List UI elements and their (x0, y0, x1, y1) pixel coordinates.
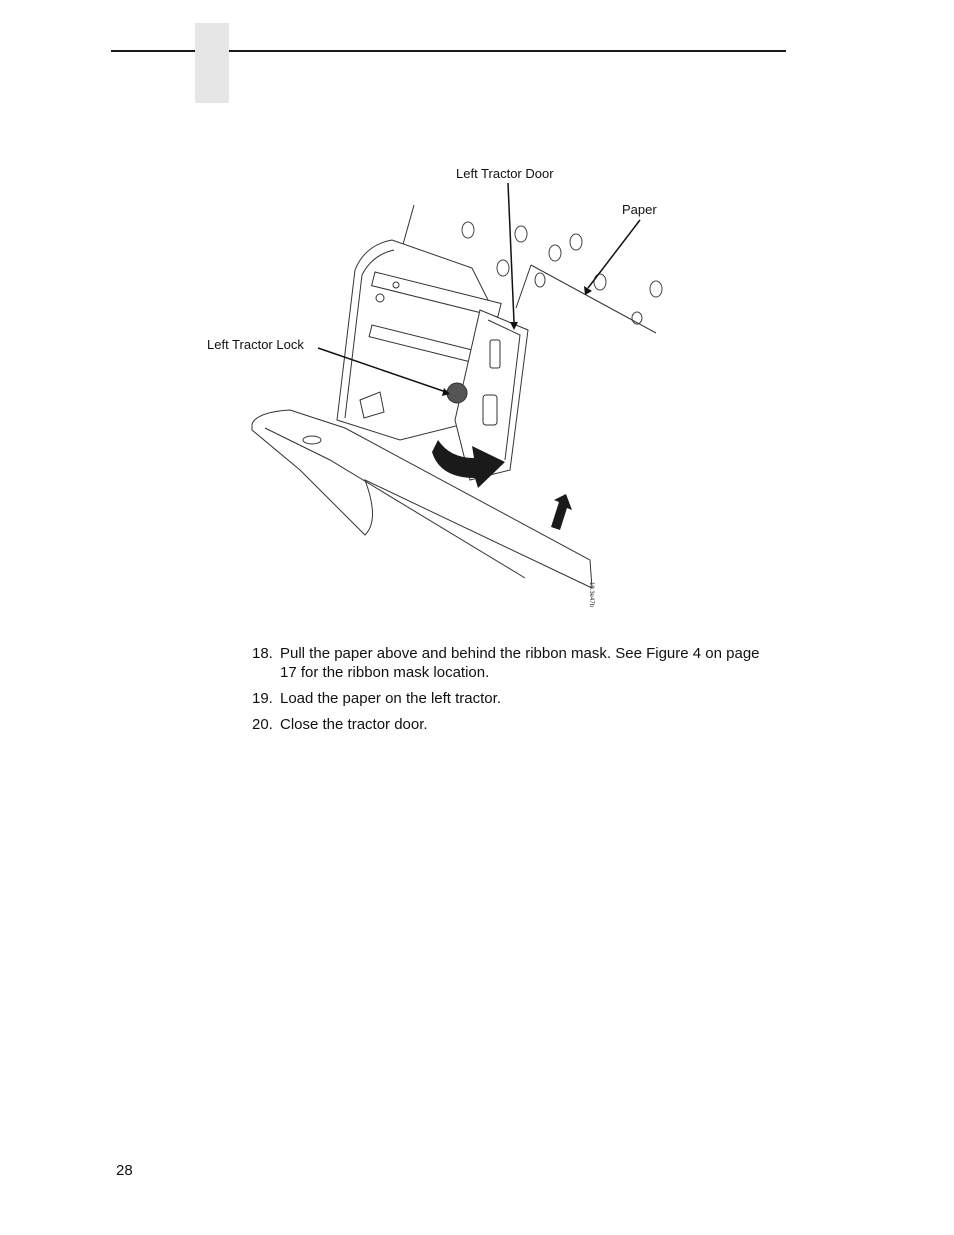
paper-sheet (401, 204, 657, 334)
step-number: 20. (252, 716, 273, 733)
header-rule (111, 50, 786, 52)
paper-sprocket-holes (461, 221, 663, 325)
step-list: 18. Pull the paper above and behind the … (252, 644, 772, 741)
step-number: 18. (252, 645, 273, 662)
leader-tractor-door (507, 182, 515, 323)
leader-paper-head (584, 286, 592, 295)
push-up-arrow (551, 494, 572, 530)
leader-tractor-door-head (510, 322, 518, 330)
page-number: 28 (116, 1162, 133, 1179)
leader-paper (587, 219, 641, 289)
step-number: 19. (252, 690, 273, 707)
step-item: 20. Close the tractor door. (252, 715, 772, 734)
step-item: 18. Pull the paper above and behind the … (252, 644, 772, 682)
step-text: Load the paper on the left tractor. (280, 690, 501, 707)
figure-id: 18.3e47b (588, 582, 594, 608)
close-door-arrow (432, 440, 505, 488)
callout-left-tractor-door: Left Tractor Door (456, 166, 554, 181)
step-text: Pull the paper above and behind the ribb… (280, 645, 760, 681)
figure-left-tractor: 18.3e47b Left Tractor Door Paper Left Tr… (207, 166, 663, 608)
paper-tray (251, 409, 593, 589)
leader-tractor-lock-head (442, 388, 450, 396)
step-text: Close the tractor door. (280, 716, 428, 733)
step-item: 19. Load the paper on the left tractor. (252, 689, 772, 708)
leader-tractor-lock (317, 347, 447, 393)
chapter-tab (195, 23, 229, 103)
tractor-housing (336, 239, 529, 481)
callout-left-tractor-lock: Left Tractor Lock (207, 337, 304, 352)
callout-paper: Paper (622, 202, 657, 217)
figure-illustration: 18.3e47b (251, 182, 663, 608)
